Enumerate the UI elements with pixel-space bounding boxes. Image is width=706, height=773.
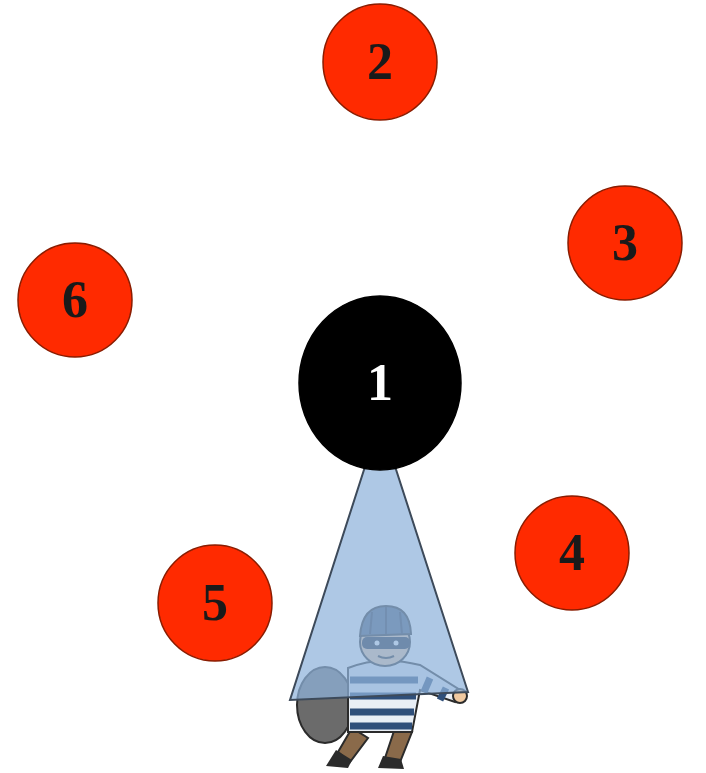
thief-leg <box>385 728 412 762</box>
circle-shape <box>299 296 461 470</box>
circle-node: 5 <box>157 544 273 662</box>
circle-node: 4 <box>514 495 630 611</box>
circle-shape <box>323 4 437 120</box>
circle-node: 6 <box>17 242 133 358</box>
thief-shoe <box>326 750 352 768</box>
circle-shape <box>18 243 132 357</box>
node-number: 4 <box>559 527 585 579</box>
node-number: 2 <box>367 36 393 88</box>
node-number: 3 <box>612 217 638 269</box>
thief-shoe <box>378 756 404 769</box>
circle-shape <box>515 496 629 610</box>
circle-node: 2 <box>322 3 438 121</box>
node-number: 1 <box>367 357 393 409</box>
circle-node: 1 <box>298 295 462 471</box>
node-number: 6 <box>62 274 88 326</box>
node-number: 5 <box>202 577 228 629</box>
circle-shape <box>568 186 682 300</box>
circle-shape <box>158 545 272 661</box>
circle-node: 3 <box>567 185 683 301</box>
